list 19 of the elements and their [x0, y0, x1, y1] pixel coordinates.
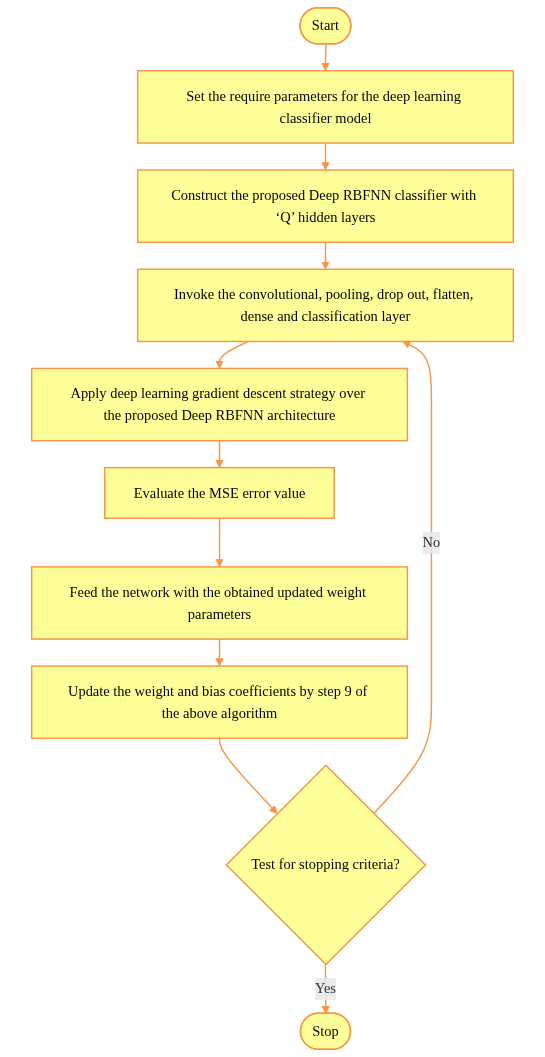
node-box: Invoke the convolutional, pooling, drop out, flatten, dense and classification layer — [136, 268, 515, 343]
node-box: Construct the proposed Deep RBFNN classifier with ‘Q’ hidden layers — [136, 169, 515, 243]
edge-label: Yes — [314, 980, 336, 997]
node-box: Feed the network with the obtained updated weight parameters — [30, 566, 409, 640]
arrow — [321, 241, 330, 270]
node-diamond: Test for stopping criteria? — [225, 764, 427, 966]
edge-label: No — [422, 534, 441, 551]
arrow — [321, 43, 330, 72]
node-box: Set the require parameters for the deep learning classifier model — [136, 70, 515, 144]
arrow — [215, 638, 224, 667]
arrow — [321, 142, 330, 171]
arrow — [218, 737, 278, 814]
arrow — [372, 340, 433, 815]
arrow — [215, 439, 224, 469]
arrow — [215, 340, 250, 369]
node-box: Update the weight and bias coefficients by step 9 of the above algorithm — [30, 665, 409, 740]
node-box: Apply deep learning gradient descent strategy over the proposed Deep RBFNN architecture — [30, 367, 409, 442]
arrow — [215, 517, 224, 568]
node-box: Evaluate the MSE error value — [104, 466, 335, 519]
